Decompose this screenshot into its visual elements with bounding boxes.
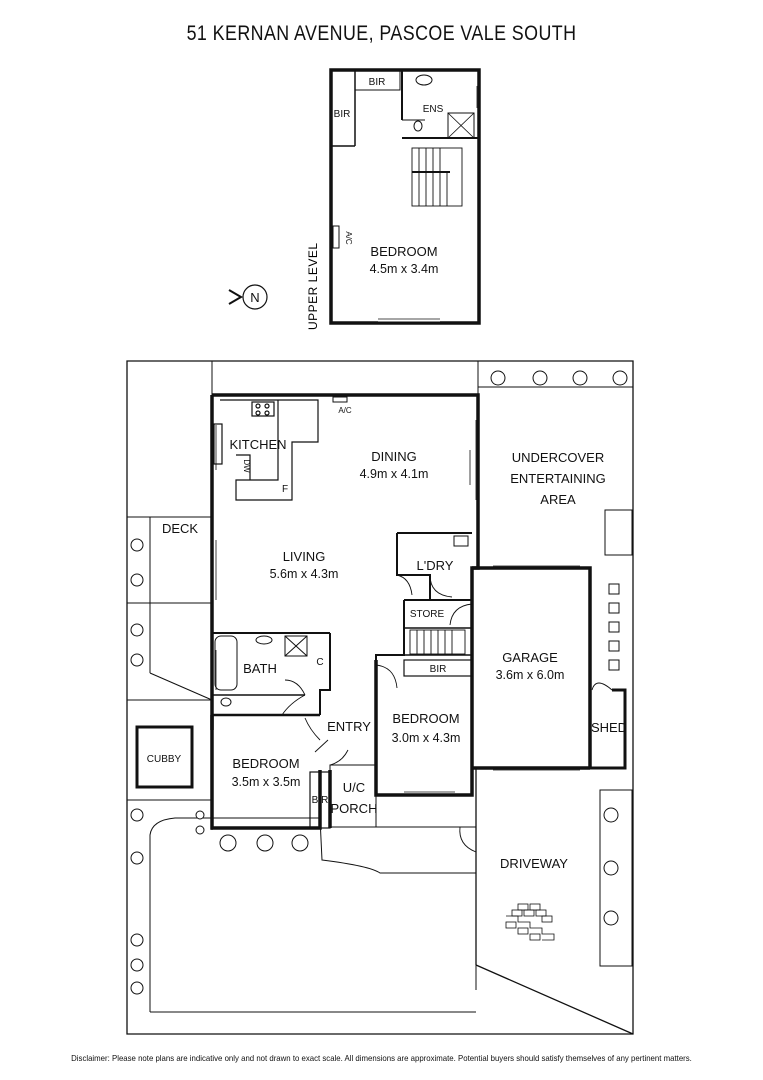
paving-icon	[505, 903, 555, 941]
living-size: 5.6m x 4.3m	[270, 567, 339, 581]
garage-name: GARAGE	[502, 650, 558, 665]
kitchen-bench	[213, 399, 319, 501]
cubby-label: CUBBY	[147, 754, 182, 765]
dining-size: 4.9m x 4.1m	[360, 467, 429, 481]
toilet-ground-icon	[220, 697, 232, 707]
door-swings	[281, 574, 477, 853]
porch-line1: U/C	[343, 780, 365, 795]
house-walls	[210, 393, 592, 830]
cupboard-label: C	[316, 657, 323, 668]
bath-fixtures	[214, 635, 308, 707]
kitchen-label: KITCHEN	[229, 437, 286, 452]
bedroom3-name: BEDROOM	[232, 756, 299, 771]
bir-low-wall	[309, 771, 331, 829]
fridge-label: F	[282, 484, 288, 495]
bedroom3-size: 3.5m x 3.5m	[232, 775, 301, 789]
deck-label: DECK	[162, 521, 198, 536]
dining-name: DINING	[371, 449, 417, 464]
bedroom2-size: 3.0m x 4.3m	[392, 731, 461, 745]
compass-letter: N	[250, 290, 259, 305]
compass-icon: N	[228, 284, 268, 310]
entry-label: ENTRY	[327, 719, 371, 734]
driveway-label: DRIVEWAY	[500, 856, 568, 871]
bir-mid-label: BIR	[430, 664, 447, 675]
laundry-sink-icon	[453, 535, 469, 547]
cooktop-icon	[251, 401, 275, 417]
upper-bedroom-name: BEDROOM	[370, 244, 437, 259]
toilet-icon	[413, 120, 423, 132]
living-name: LIVING	[283, 549, 326, 564]
laundry-label: L'DRY	[417, 558, 454, 573]
garage-size: 3.6m x 6.0m	[496, 668, 565, 682]
windows	[215, 420, 580, 793]
dw-label: DW	[242, 459, 251, 473]
basin-icon-ground	[255, 635, 273, 645]
basin-icon	[415, 74, 433, 86]
upper-ens-label: ENS	[423, 104, 444, 115]
upper-bir-left-label: BIR	[334, 109, 351, 120]
upper-bedroom-size: 4.5m x 3.4m	[370, 262, 439, 276]
bath-label: BATH	[243, 661, 277, 676]
undercover-line1: UNDERCOVER	[512, 450, 604, 465]
upper-bir-top-label: BIR	[369, 77, 386, 88]
upper-outer-wall	[329, 68, 481, 325]
undercover-line2: ENTERTAINING	[510, 471, 606, 486]
bollards	[608, 583, 620, 671]
shed-wall	[588, 688, 627, 770]
shed-label: SHED	[591, 720, 627, 735]
bir-low-label: BIR	[312, 795, 329, 806]
porch-line2: PORCH	[331, 801, 378, 816]
upper-stairs	[411, 147, 463, 207]
undercover-line3: AREA	[540, 492, 576, 507]
store-label: STORE	[410, 609, 445, 620]
bathtub-icon	[214, 635, 238, 691]
shrubs	[130, 370, 628, 995]
disclaimer: Disclaimer: Please note plans are indica…	[71, 1053, 692, 1063]
cubby-wall	[135, 725, 194, 789]
upper-level-label: UPPER LEVEL	[306, 242, 320, 330]
upper-level-plan	[329, 68, 481, 325]
shower-ground-icon	[284, 635, 308, 657]
upper-ac-label: A/C	[344, 231, 353, 245]
ground-stairs	[409, 629, 466, 655]
ac-unit-ground	[332, 396, 348, 403]
ac-unit-upper	[332, 225, 340, 249]
shower-icon	[447, 112, 475, 139]
plan-title: 51 KERNAN AVENUE, PASCOE VALE SOUTH	[186, 22, 577, 45]
bir-mid-wall	[403, 659, 473, 677]
ac-ground-label: A/C	[338, 406, 352, 415]
bedroom2-name: BEDROOM	[392, 711, 459, 726]
